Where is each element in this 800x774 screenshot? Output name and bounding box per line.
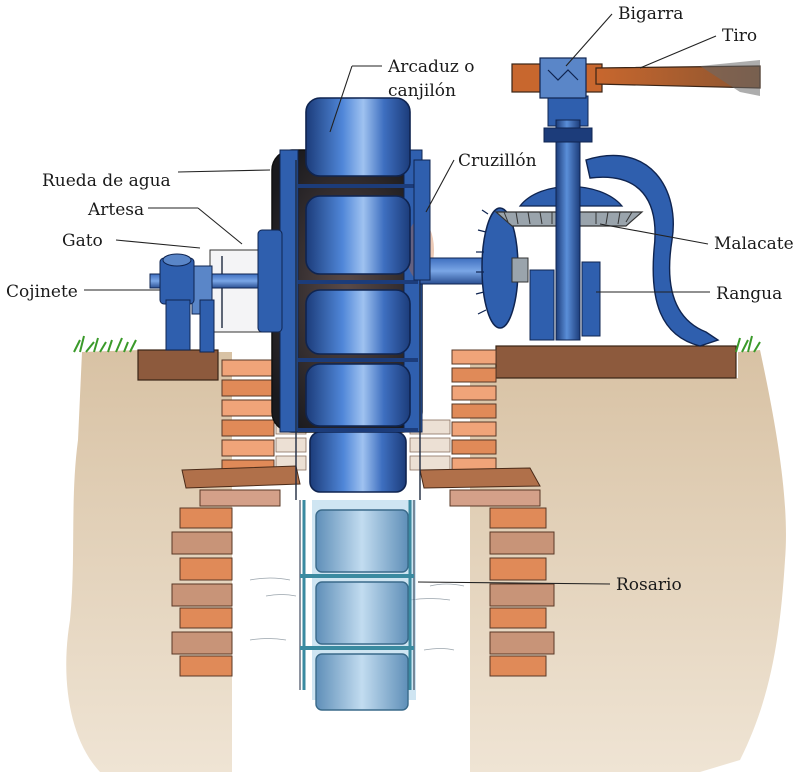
- label-arcaduz-line2: canjilón: [388, 81, 456, 101]
- label-bigarra: Bigarra: [618, 4, 683, 24]
- ground-slab-left: [137, 349, 219, 381]
- brick-ledge-right: [419, 467, 541, 489]
- rosario-bucket: [315, 581, 409, 645]
- wheel-bucket: [305, 97, 411, 177]
- grass-right: [735, 335, 761, 353]
- curved-support-arm: [585, 154, 720, 347]
- brick-ledge-left: [181, 465, 301, 489]
- label-gato: Gato: [62, 231, 103, 251]
- rosario-bucket: [315, 653, 409, 711]
- label-cojinete: Cojinete: [6, 282, 78, 302]
- label-rosario: Rosario: [616, 575, 682, 595]
- brick-wall-lower-right: [449, 489, 555, 677]
- cruzillon-axle: [413, 159, 511, 285]
- label-tiro: Tiro: [722, 26, 757, 46]
- wheel-bucket: [305, 363, 411, 427]
- arcaduz-buckets: [295, 97, 421, 500]
- label-artesa: Artesa: [87, 200, 144, 220]
- label-cruzillon: Cruzillón: [458, 151, 537, 171]
- cojinete-bearing: [159, 253, 195, 351]
- vertical-shaft: [543, 95, 593, 341]
- tiro-shadow: [700, 60, 760, 96]
- label-malacate: Malacate: [714, 234, 794, 254]
- wheel-bucket: [305, 195, 411, 275]
- soil-ground: [66, 350, 786, 772]
- vertical-gear: [475, 207, 529, 329]
- rosario-bucket: [315, 509, 409, 573]
- label-arcaduz-line1: Arcaduz o: [387, 57, 475, 77]
- well-water-lines: [249, 577, 465, 651]
- label-rueda-de-agua: Rueda de agua: [42, 171, 171, 191]
- grass-left: [73, 335, 137, 353]
- brick-wall-upper-right: [451, 349, 497, 473]
- rosario-chain: [299, 500, 416, 711]
- leader-lines: [84, 13, 717, 585]
- gato-pawl: [191, 265, 215, 353]
- bigarra-beam: [511, 57, 603, 99]
- wheel-bucket: [305, 289, 411, 355]
- label-rangua: Rangua: [716, 284, 782, 304]
- ground-slab-right: [495, 345, 737, 379]
- rangua-support: [529, 261, 601, 341]
- wheel-bucket: [309, 431, 407, 493]
- brick-wall-lower-left: [171, 489, 281, 677]
